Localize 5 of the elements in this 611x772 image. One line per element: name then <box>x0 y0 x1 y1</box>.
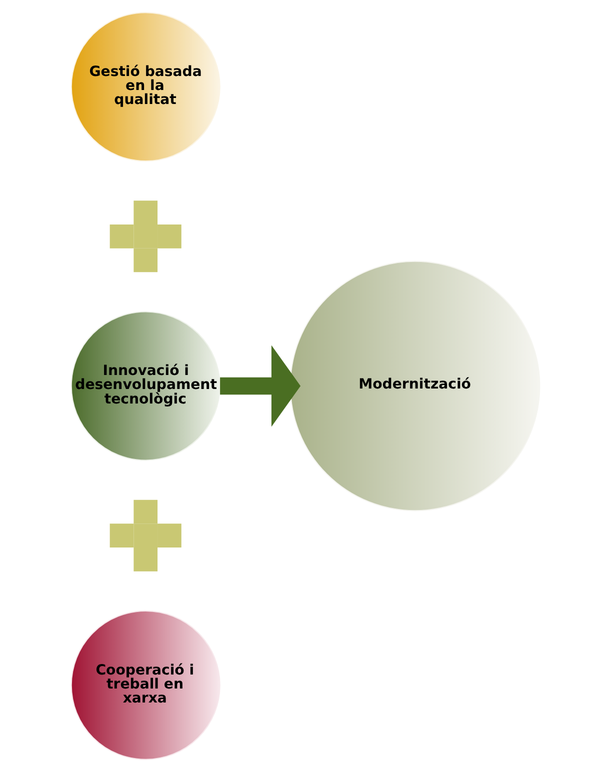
node-circle: Cooperació i treball en xarxa <box>70 610 220 760</box>
node-circle: Gestió basada en la qualitat <box>70 12 220 162</box>
node-circle: Innovació i desenvolupament tecnològic <box>70 311 220 461</box>
arrow <box>220 345 301 427</box>
node-circle: Modernització <box>290 260 540 512</box>
